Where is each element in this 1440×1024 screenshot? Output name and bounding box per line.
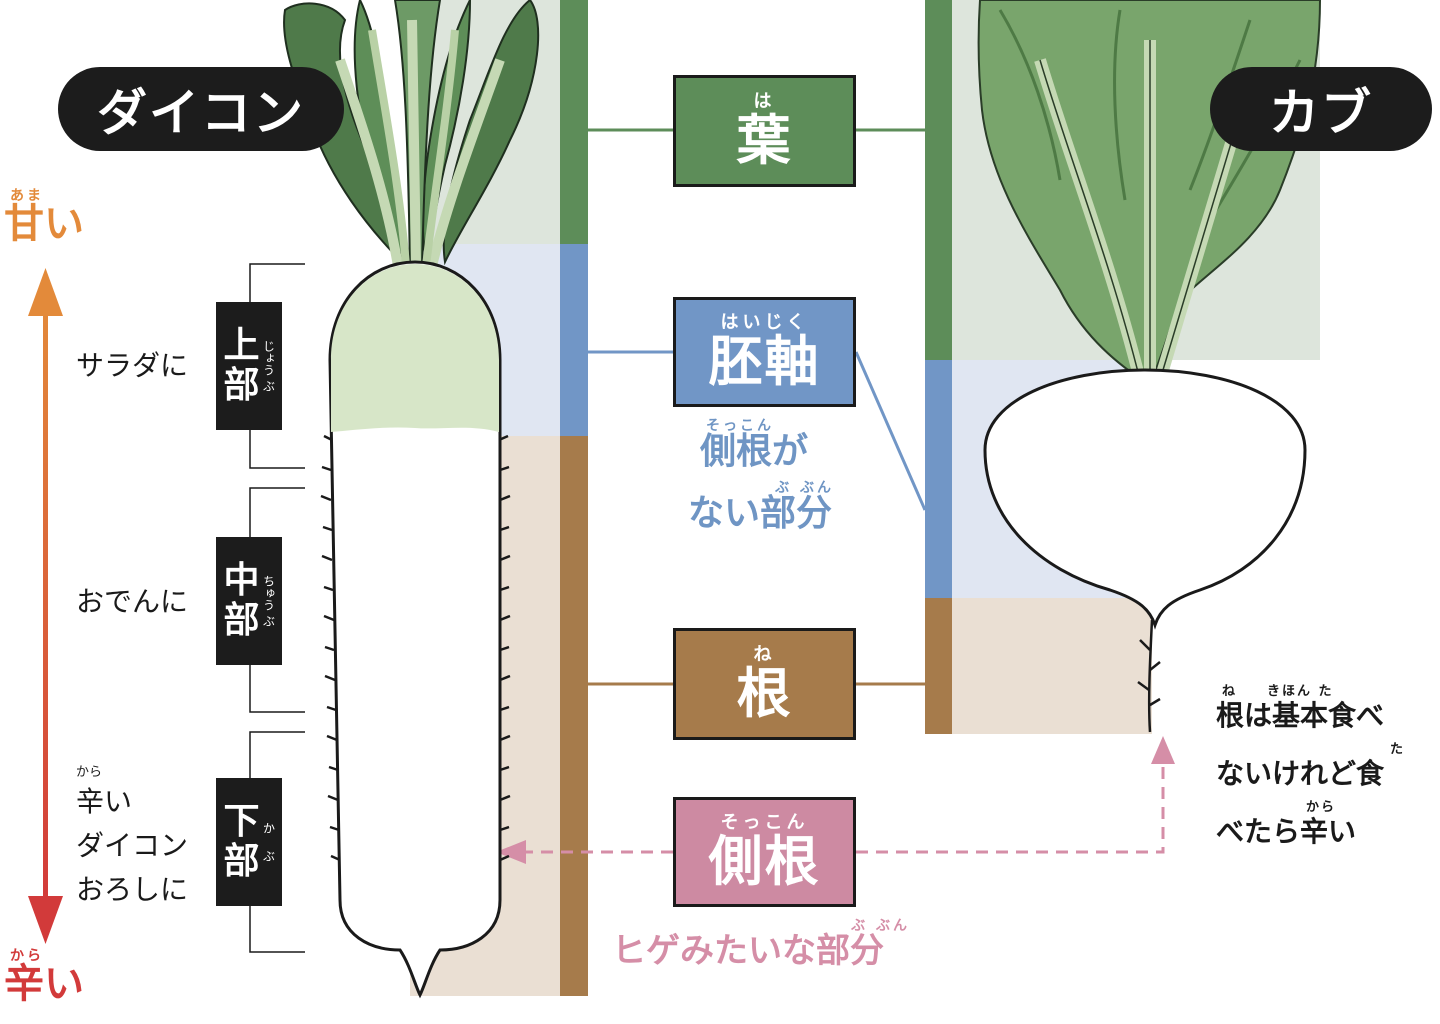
section-upper-box: 上 部 じょう ぶ bbox=[216, 302, 282, 430]
taste-top-text: 甘い bbox=[4, 201, 84, 247]
daikon-root-body bbox=[328, 260, 502, 999]
kabu-note-line3: べたら辛い bbox=[1216, 815, 1357, 848]
hypocotyl-connector-right bbox=[854, 351, 927, 511]
section-lower-use: から 辛い ダイコン おろしに bbox=[76, 766, 188, 912]
part-root-reading: ね bbox=[753, 644, 776, 665]
section-upper-kanji2: 部 bbox=[223, 365, 260, 406]
section-lower-kanji1: 下 bbox=[223, 801, 260, 842]
part-root-box: ね 根 bbox=[673, 628, 856, 740]
section-lower-reading2: ぶ bbox=[261, 850, 276, 862]
taste-bottom-text: 辛い bbox=[4, 961, 84, 1007]
taste-top-reading: あま bbox=[10, 188, 44, 204]
hypocotyl-note-line2: ぶ ぶん ない部分 bbox=[688, 480, 848, 532]
hypocotyl-note-line1-text: 側根が bbox=[700, 431, 809, 472]
section-upper-reading2: ぶ bbox=[261, 380, 276, 392]
part-hypocotyl-box: はいじく 胚軸 bbox=[673, 297, 856, 407]
part-leaf-reading: は bbox=[753, 91, 776, 112]
taste-bottom-reading: から bbox=[10, 948, 44, 964]
daikon-hypocotyl-bar bbox=[560, 244, 588, 436]
daikon-green-top bbox=[331, 264, 499, 432]
taste-arrow-shaft bbox=[43, 300, 48, 910]
section-middle-box: 中 部 ちゅう ぶ bbox=[216, 537, 282, 665]
kabu-root-band bbox=[952, 598, 1152, 734]
lateral-note-reading: ぶ ぶん bbox=[851, 918, 910, 934]
taste-arrow-head-down bbox=[28, 896, 63, 944]
section-lower-use-reading: から bbox=[76, 765, 103, 780]
taste-bottom-label: から 辛い bbox=[4, 948, 96, 1004]
part-lateral-root-label: 側根 bbox=[708, 830, 821, 893]
section-lower-use-text: 辛い ダイコン おろしに bbox=[76, 785, 189, 906]
part-lateral-root-box: そっこん 側根 bbox=[673, 797, 856, 907]
kabu-note-line1-reading: ね きほん た bbox=[1222, 684, 1334, 699]
lateral-note-text: ヒゲみたいな部分 bbox=[612, 931, 884, 971]
section-upper-kanji1: 上 bbox=[223, 325, 260, 366]
part-leaf-box: は 葉 bbox=[673, 75, 856, 187]
section-middle-reading1: ちゅう bbox=[261, 575, 276, 611]
part-root-label: 根 bbox=[736, 662, 793, 725]
daikon-root-bar bbox=[560, 436, 588, 996]
part-leaf-label: 葉 bbox=[736, 109, 793, 172]
part-hypocotyl-label: 胚軸 bbox=[708, 330, 821, 393]
hypocotyl-note-line1-reading: そっこん bbox=[706, 418, 774, 434]
lateral-note: ぶ ぶん ヒゲみたいな部分 bbox=[612, 918, 922, 968]
part-lateral-root-reading: そっこん bbox=[720, 812, 809, 833]
part-hypocotyl-reading: はいじく bbox=[720, 312, 809, 333]
kabu-note-line1: 根は基本食べ bbox=[1216, 699, 1385, 732]
kabu-note: ね きほん た 根は基本食べ た ないけれど食 から べたら辛い bbox=[1216, 684, 1426, 868]
lateral-arrow-right-line bbox=[856, 760, 1165, 854]
kabu-leaf-bar bbox=[925, 0, 952, 360]
kabu-root-bar bbox=[925, 598, 952, 734]
hypocotyl-note-line1: そっこん 側根が bbox=[700, 418, 830, 470]
kabu-hypocotyl-bar bbox=[925, 360, 952, 598]
taste-top-label: あま 甘い bbox=[4, 188, 96, 244]
section-lower-kanji2: 部 bbox=[223, 841, 260, 882]
daikon-title: ダイコン bbox=[58, 67, 344, 151]
kabu-note-line2-reading: た bbox=[1390, 742, 1406, 757]
daikon-lateral-roots bbox=[320, 434, 511, 862]
kabu-note-line2: ないけれど食 bbox=[1216, 757, 1385, 790]
section-middle-use: おでんに bbox=[76, 585, 189, 618]
kabu-root-body bbox=[983, 368, 1307, 630]
section-middle-kanji2: 部 bbox=[223, 600, 260, 641]
daikon-title-text: ダイコン bbox=[97, 84, 305, 142]
kabu-title: カブ bbox=[1210, 67, 1432, 151]
kabu-title-text: カブ bbox=[1269, 84, 1373, 142]
lateral-arrow-right-head bbox=[1151, 736, 1175, 764]
section-middle-reading2: ぶ bbox=[261, 615, 276, 627]
hypocotyl-note-line2-text: ない部分 bbox=[688, 493, 833, 534]
kabu-taproot bbox=[1137, 619, 1161, 733]
section-upper-use: サラダに bbox=[76, 349, 189, 382]
kabu-note-line3-reading: から bbox=[1306, 800, 1337, 815]
taste-arrow-head-up bbox=[28, 268, 63, 316]
section-lower-box: 下 部 か ぶ bbox=[216, 778, 282, 906]
section-upper-reading1: じょう bbox=[261, 340, 276, 376]
lateral-arrow-left-head bbox=[496, 840, 526, 864]
section-lower-reading1: か bbox=[261, 822, 276, 834]
hypocotyl-note-line2-reading: ぶ ぶん bbox=[775, 480, 834, 496]
daikon-leaf-bar bbox=[560, 0, 588, 244]
section-middle-kanji1: 中 bbox=[223, 560, 260, 601]
